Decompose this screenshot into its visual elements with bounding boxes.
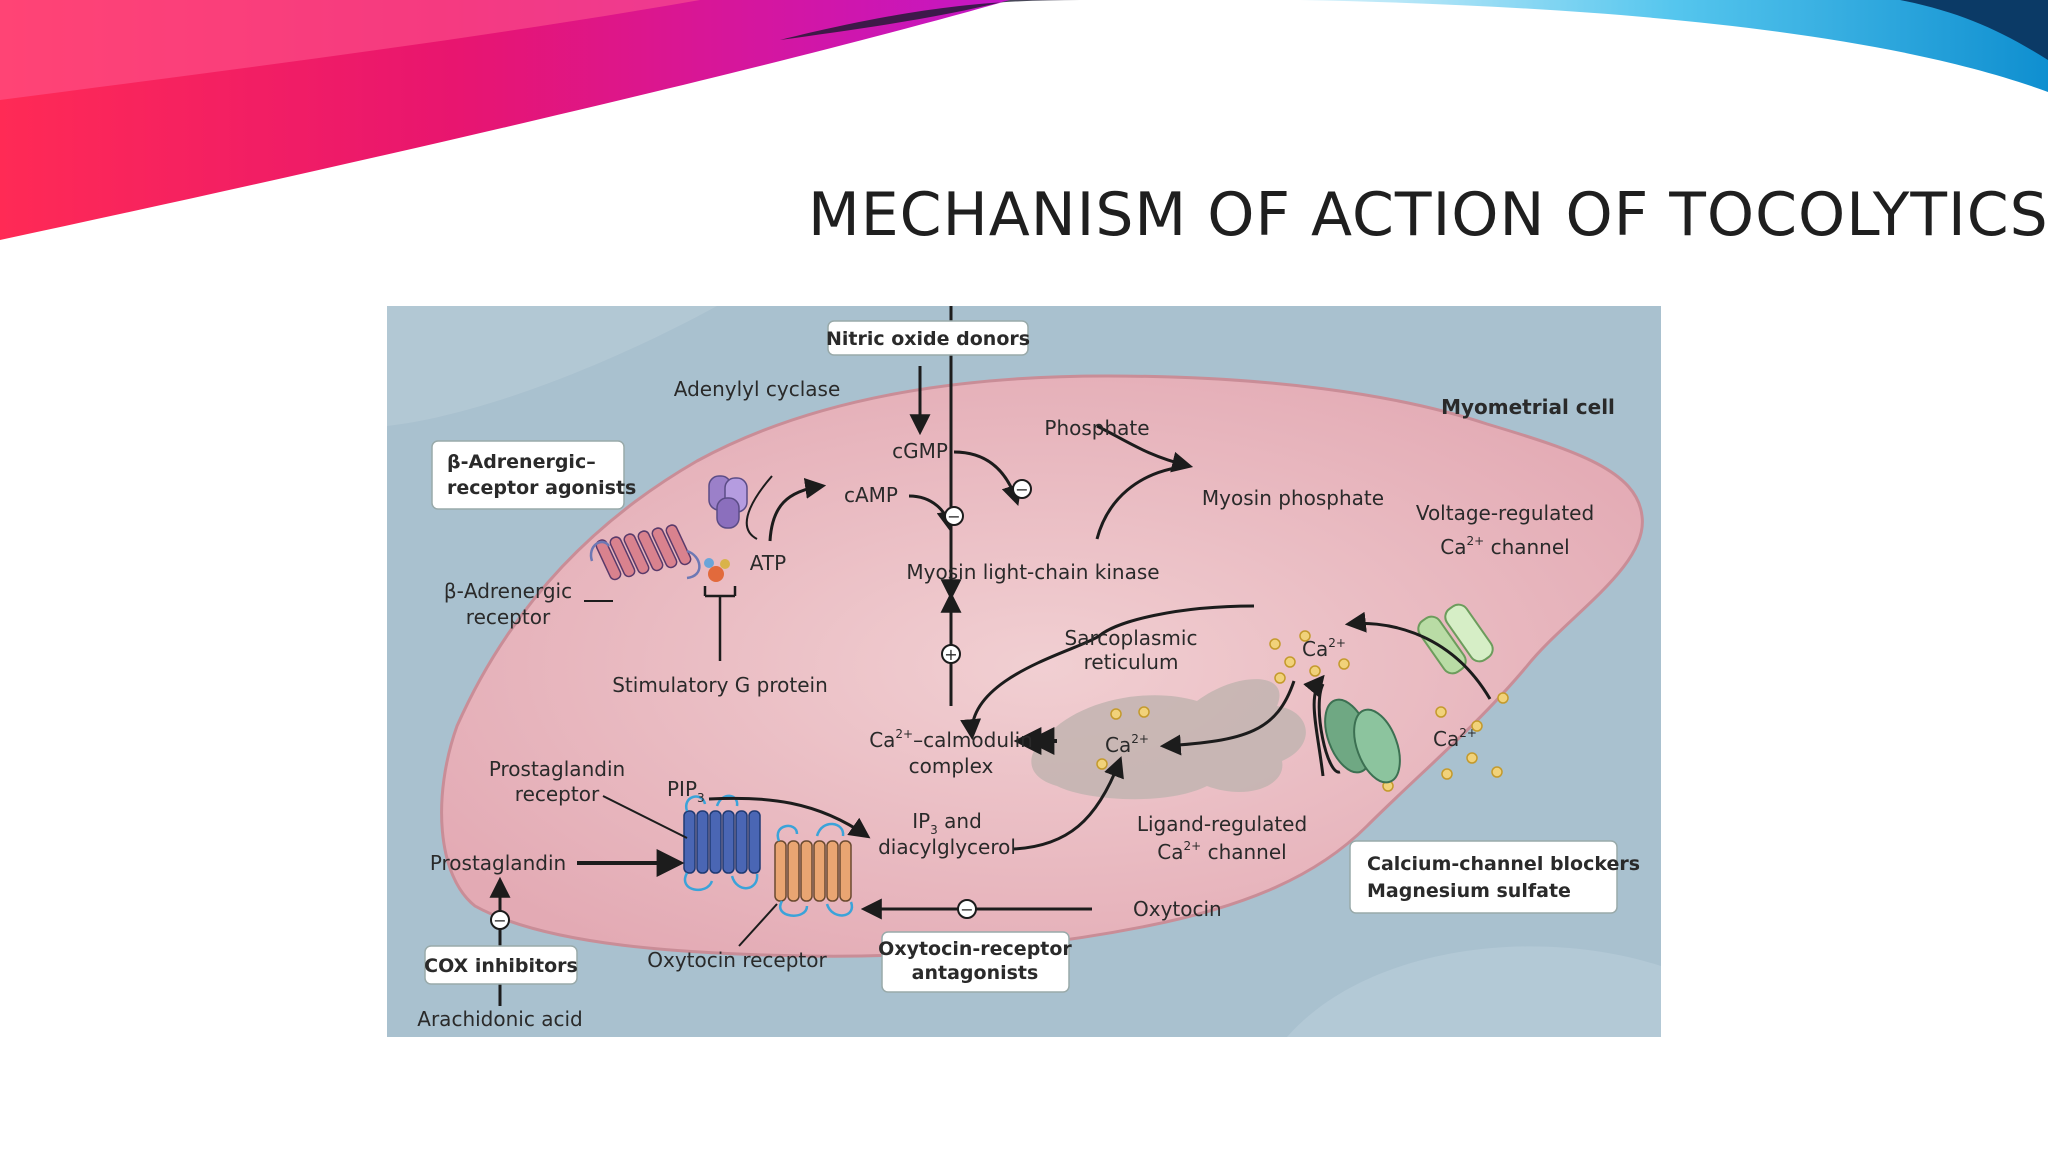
adenylyl-cyclase [708,475,748,529]
svg-text:β-Adrenergic–: β-Adrenergic– [447,451,596,473]
blue-swoosh [1300,0,2048,92]
svg-text:antagonists: antagonists [912,962,1039,984]
svg-text:−: − [960,900,973,919]
label-oxytocin: Oxytocin [1133,897,1222,921]
label-arachidonic-acid: Arachidonic acid [417,1007,582,1031]
g-protein [704,558,730,582]
svg-text:Magnesium sulfate: Magnesium sulfate [1367,880,1571,902]
ligand-regulated-channel [1324,698,1401,784]
label-ca-sr: Ca2+ [1105,732,1149,757]
label-g-protein: Stimulatory G protein [612,673,828,697]
prostaglandin-receptor [683,794,761,892]
label-ca-cytosol: Ca2+ [1302,636,1346,661]
activation-marker: + [941,644,961,664]
label-phosphate: Phosphate [1044,416,1149,440]
header-swoosh-decoration [0,0,2048,240]
svg-text:Calcium-channel blockers: Calcium-channel blockers [1367,853,1640,875]
oxytocin-receptor [774,822,854,917]
box-beta-agonists: β-Adrenergic– receptor agonists [431,440,636,510]
label-ligand-regulated: Ligand-regulated [1137,812,1307,836]
label-diacylglycerol: diacylglycerol [878,835,1016,859]
label-adenylyl-cyclase: Adenylyl cyclase [674,377,841,401]
svg-text:COX inhibitors: COX inhibitors [424,955,578,977]
svg-text:receptor agonists: receptor agonists [447,477,636,499]
svg-text:Oxytocin-receptor: Oxytocin-receptor [878,938,1072,960]
pathway-arrows [489,306,1492,1006]
navy-swoosh [1900,0,2048,60]
label-ca-extracellular: Ca2+ [1433,726,1477,751]
svg-text:−: − [493,911,506,930]
cell-label: Myometrial cell [1441,395,1615,419]
label-ip3: IP3 and [912,809,982,837]
inhibition-markers: − − − − [490,479,1032,930]
box-nitric-oxide-donors: Nitric oxide donors [826,320,1030,356]
label-prostaglandin-receptor: Prostaglandin [489,757,625,781]
label-beta-receptor: β-Adrenergic [444,579,572,603]
box-oxytocin-antagonists: Oxytocin-receptor antagonists [878,931,1072,993]
label-myosin-phosphate: Myosin phosphate [1202,486,1384,510]
label-calmodulin: Ca2+–calmodulin [869,727,1033,752]
label-camp: cAMP [844,483,898,507]
label-atp: ATP [750,551,786,575]
label-oxytocin-receptor: Oxytocin receptor [647,948,827,972]
label-ligand-channel: Ca2+ channel [1157,839,1286,864]
label-sarcoplasmic: Sarcoplasmic [1065,626,1198,650]
slide-title: MECHANISM OF ACTION OF TOCOLYTICS [808,180,2048,250]
label-mlck: Myosin light-chain kinase [906,560,1159,584]
pink-swoosh [0,0,700,100]
svg-text:−: − [1015,480,1028,499]
voltage-regulated-channel [1417,603,1494,675]
label-voltage-regulated: Voltage-regulated [1416,501,1594,525]
beta-adrenergic-receptor [589,524,701,581]
svg-text:Nitric oxide donors: Nitric oxide donors [826,328,1030,350]
tocolytics-mechanism-diagram: − − − − + Nitric oxide donors β-Adrenerg… [387,306,1661,1037]
box-cox-inhibitors: COX inhibitors [424,945,578,985]
label-reticulum: reticulum [1084,650,1179,674]
background-tissue-shape [1287,946,1661,1037]
label-complex: complex [909,754,994,778]
label-prostaglandin: Prostaglandin [430,851,566,875]
box-calcium-channel-blockers: Calcium-channel blockers Magnesium sulfa… [1349,840,1640,914]
label-prostaglandin-receptor-2: receptor [515,782,600,806]
svg-text:−: − [947,507,960,526]
label-pip3: PIP3 [667,777,705,805]
svg-text:+: + [944,645,957,664]
label-cgmp: cGMP [892,439,948,463]
label-beta-receptor-2: receptor [466,605,551,629]
background-tissue-shape [387,306,717,426]
label-voltage-channel: Ca2+ channel [1440,534,1569,559]
